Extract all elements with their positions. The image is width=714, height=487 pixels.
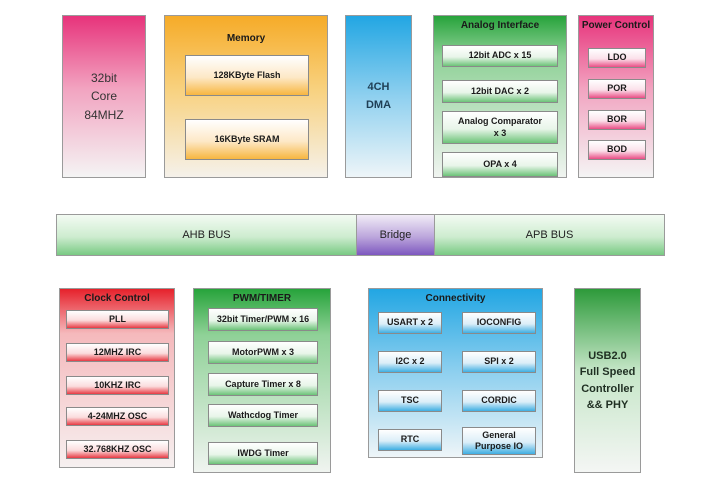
core-line2: Core: [90, 89, 117, 104]
clock-title: Clock Control: [84, 293, 150, 304]
conn-cordic: CORDIC: [462, 390, 536, 412]
memory-block: Memory 128KByte Flash 16KByte SRAM: [164, 15, 328, 178]
power-bor: BOR: [588, 110, 646, 130]
clock-pll: PLL: [66, 310, 169, 329]
pwm-title: PWM/TIMER: [232, 293, 292, 304]
analog-title: Analog Interface: [460, 20, 540, 31]
power-control-block: Power Control LDO POR BOR BOD: [578, 15, 654, 178]
pwm-timer-block: PWM/TIMER 32bit Timer/PWM x 16 MotorPWM …: [193, 288, 331, 473]
power-bod: BOD: [588, 140, 646, 160]
ahb-bus: AHB BUS: [56, 214, 357, 256]
conn-tsc: TSC: [378, 390, 442, 412]
memory-title: Memory: [226, 33, 266, 44]
conn-general-purpose-io: General Purpose IO: [462, 427, 536, 455]
conn-usart: USART x 2: [378, 312, 442, 334]
analog-comparator: Analog Comparator x 3: [442, 111, 558, 144]
core-text: 32bit Core 84MHZ: [84, 69, 123, 125]
dma-block: 4CH DMA: [345, 15, 412, 178]
pwm-watchdog-timer: Wathcdog Timer: [208, 404, 318, 427]
dma-text: 4CH DMA: [366, 79, 391, 114]
conn-rtc: RTC: [378, 429, 442, 451]
clock-32khz-osc: 32.768KHZ OSC: [66, 440, 169, 459]
dma-line2: DMA: [365, 98, 392, 111]
memory-flash: 128KByte Flash: [185, 55, 309, 96]
power-por: POR: [588, 79, 646, 99]
usb-line4: && PHY: [586, 399, 629, 411]
analog-opa: OPA x 4: [442, 152, 558, 177]
usb-line3: Controller: [581, 382, 634, 395]
pwm-motorpwm: MotorPWM x 3: [208, 341, 318, 364]
analog-interface-block: Analog Interface 12bit ADC x 15 12bit DA…: [433, 15, 567, 178]
power-ldo: LDO: [588, 48, 646, 68]
memory-sram: 16KByte SRAM: [185, 119, 309, 160]
connectivity-title: Connectivity: [425, 293, 486, 304]
bridge-label: Bridge: [379, 229, 412, 241]
power-title: Power Control: [581, 20, 651, 31]
clock-12mhz-irc: 12MHZ IRC: [66, 343, 169, 362]
core-block: 32bit Core 84MHZ: [62, 15, 146, 178]
pwm-32bit-timer: 32bit Timer/PWM x 16: [208, 308, 318, 331]
conn-spi: SPI x 2: [462, 351, 536, 373]
analog-dac: 12bit DAC x 2: [442, 80, 558, 103]
analog-adc: 12bit ADC x 15: [442, 45, 558, 67]
bridge: Bridge: [356, 214, 435, 256]
usb-block: USB2.0 Full Speed Controller && PHY: [574, 288, 641, 473]
pwm-iwdg-timer: IWDG Timer: [208, 442, 318, 465]
core-line3: 84MHZ: [84, 107, 124, 122]
pwm-capture-timer: Capture Timer x 8: [208, 373, 318, 396]
clock-4-24mhz-osc: 4-24MHZ OSC: [66, 407, 169, 426]
usb-line2: Full Speed: [579, 366, 636, 378]
clock-10khz-irc: 10KHZ IRC: [66, 376, 169, 395]
ahb-bus-label: AHB BUS: [182, 229, 231, 241]
connectivity-block: Connectivity USART x 2 IOCONFIG I2C x 2 …: [368, 288, 543, 458]
apb-bus-label: APB BUS: [525, 229, 574, 241]
conn-ioconfig: IOCONFIG: [462, 312, 536, 334]
core-line1: 32bit: [90, 70, 118, 85]
dma-line1: 4CH: [367, 80, 390, 93]
conn-i2c: I2C x 2: [378, 351, 442, 373]
usb-text: USB2.0 Full Speed Controller && PHY: [580, 348, 636, 414]
clock-control-block: Clock Control PLL 12MHZ IRC 10KHZ IRC 4-…: [59, 288, 175, 468]
usb-line1: USB2.0: [588, 349, 627, 362]
apb-bus: APB BUS: [434, 214, 665, 256]
